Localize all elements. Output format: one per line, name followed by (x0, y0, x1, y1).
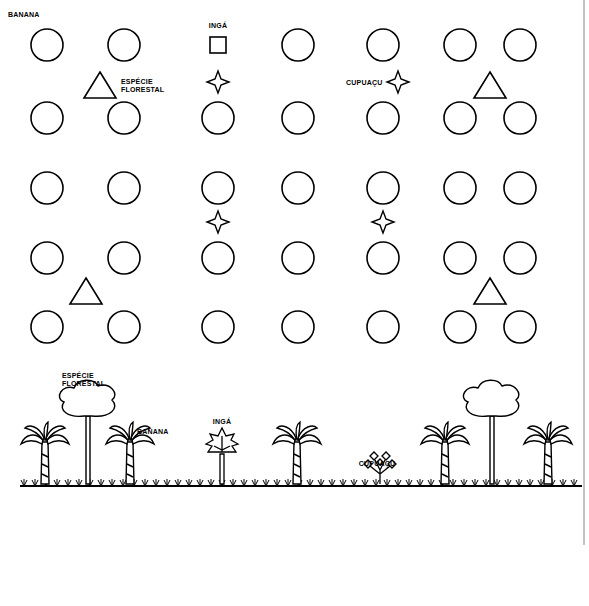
banana-circles (31, 29, 536, 343)
forest-triangle (70, 278, 102, 304)
banana-circle (202, 102, 234, 134)
banana-circle (31, 102, 63, 134)
banana-circle (31, 311, 63, 343)
banana-circle (202, 172, 234, 204)
banana-circle (31, 242, 63, 274)
plant-label: ESPÉCIE FLORESTAL (62, 372, 114, 387)
banana-circle (108, 29, 140, 61)
banana-circle (504, 29, 536, 61)
banana-circle (282, 311, 314, 343)
banana-circle (504, 172, 536, 204)
forest-triangle (474, 72, 506, 98)
plant-label: INGÁ (209, 22, 227, 30)
forest-triangle (84, 72, 116, 98)
inga-tree (206, 428, 238, 484)
banana-circle (31, 29, 63, 61)
forest-triangle (474, 278, 506, 304)
banana-circle (108, 242, 140, 274)
plant-label: CUPUAÇU (359, 460, 395, 468)
plant-label: BANANA (137, 428, 169, 436)
cupuacu-star (207, 211, 229, 233)
banana-circle (202, 242, 234, 274)
banana-circle (282, 102, 314, 134)
banana-circle (282, 29, 314, 61)
inga-square (210, 37, 226, 53)
banana-circle (367, 242, 399, 274)
banana-circle (444, 29, 476, 61)
forest-tree (59, 380, 114, 484)
frame-line (584, 0, 585, 545)
banana-circle (444, 311, 476, 343)
banana-circle (444, 242, 476, 274)
banana-circle (367, 311, 399, 343)
banana-circle (367, 172, 399, 204)
banana-circle (282, 242, 314, 274)
plant-label: BANANA (8, 11, 40, 19)
banana-circle (108, 172, 140, 204)
banana-plant (21, 422, 69, 484)
forest-tree (463, 380, 518, 484)
banana-circle (504, 102, 536, 134)
banana-circle (202, 311, 234, 343)
banana-circle (504, 242, 536, 274)
banana-circle (31, 172, 63, 204)
cupuacu-star (207, 71, 229, 93)
banana-circle (444, 172, 476, 204)
banana-circle (108, 311, 140, 343)
banana-circle (282, 172, 314, 204)
banana-circle (108, 102, 140, 134)
plant-label: CUPUAÇU (346, 79, 382, 87)
banana-plant (273, 422, 321, 484)
plant-label: INGÁ (213, 418, 231, 426)
plant-label: ESPÉCIE FLORESTAL (121, 78, 171, 93)
banana-circle (444, 102, 476, 134)
cupuacu-bush (364, 452, 396, 484)
cupuacu-star (372, 211, 394, 233)
banana-circle (367, 102, 399, 134)
banana-circle (367, 29, 399, 61)
banana-circle (504, 311, 536, 343)
banana-plant (421, 422, 469, 484)
cupuacu-star (387, 71, 409, 93)
banana-plant (524, 422, 572, 484)
